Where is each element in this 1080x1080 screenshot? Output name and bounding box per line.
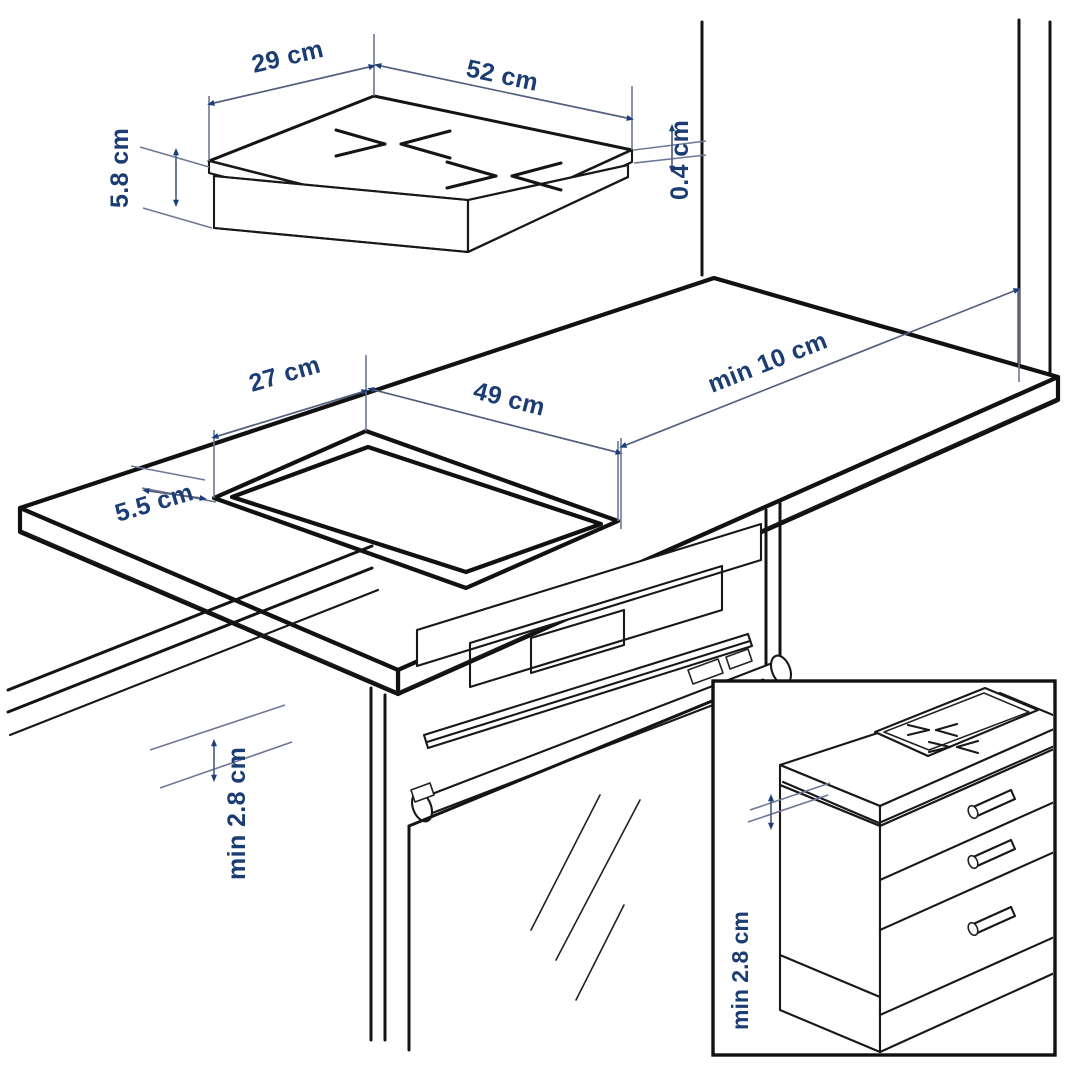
- inset-drawer-handle-1: [967, 788, 1017, 820]
- oven-handle-stud-right: [687, 658, 724, 685]
- inset-drawer-handle-3: [967, 905, 1017, 937]
- dim-label-worktop-clearance: min 2.8 cm: [223, 747, 251, 880]
- oven-door-glass-reflections: [530, 794, 641, 1001]
- worktop-left-edge-face: [17, 505, 401, 697]
- cooking-zone-front-icon: [445, 160, 563, 192]
- inset-drawer-divider-2: [878, 851, 1053, 932]
- oven-display-window: [529, 608, 626, 675]
- oven-control-panel: [415, 522, 763, 668]
- dim-label-hob-body-height: 5.8 cm: [106, 128, 134, 208]
- worktop-underside-lines: [6, 544, 380, 737]
- oven-cabinet-view: [369, 498, 793, 1052]
- cooking-zone-markings: [334, 128, 563, 192]
- dim-label-hob-depth: 29 cm: [249, 35, 326, 79]
- inset-plinth-line: [778, 953, 882, 999]
- cooking-zone-rear-icon: [334, 128, 452, 160]
- dim-label-hob-width: 52 cm: [464, 54, 541, 96]
- oven-control-panel-inner: [468, 564, 724, 689]
- oven-handle-stud-left: [410, 782, 435, 803]
- inset-detail-panel: min 2.8 cm: [711, 679, 1057, 1057]
- dim-label-glass-thickness: 0.4 cm: [666, 120, 694, 200]
- cutout-inner-opening: [229, 444, 604, 575]
- inset-cabinet-front: [878, 748, 1053, 1053]
- dim-worktop-clearance: min 2.8 cm: [149, 704, 293, 880]
- dim-glass-thickness: 0.4 cm: [633, 120, 707, 200]
- dim-hob-body-height: 5.8 cm: [106, 128, 213, 229]
- inset-cabinet-drawing: min 2.8 cm: [727, 686, 1053, 1053]
- worktop-cutout: [211, 428, 621, 591]
- inset-hob-glass: [873, 686, 1040, 758]
- inset-worktop-front-edge: [878, 728, 1053, 828]
- dim-label-cutout-depth: 27 cm: [246, 351, 324, 398]
- inset-drawer-divider-3: [878, 936, 1053, 1017]
- hob-exploded-view: [207, 94, 634, 254]
- inset-hob-glass-inner: [883, 692, 1030, 751]
- inset-cabinet-left-panel: [778, 783, 882, 1053]
- inset-drawer-divider-1: [878, 801, 1053, 882]
- oven-handle-stud-right-2: [725, 648, 753, 670]
- dim-label-inset-clearance: min 2.8 cm: [727, 911, 753, 1030]
- inset-cooking-zone-markings: [906, 722, 980, 755]
- dim-inset-clearance: min 2.8 cm: [727, 782, 831, 1030]
- inset-drawer-handle-2: [967, 838, 1017, 870]
